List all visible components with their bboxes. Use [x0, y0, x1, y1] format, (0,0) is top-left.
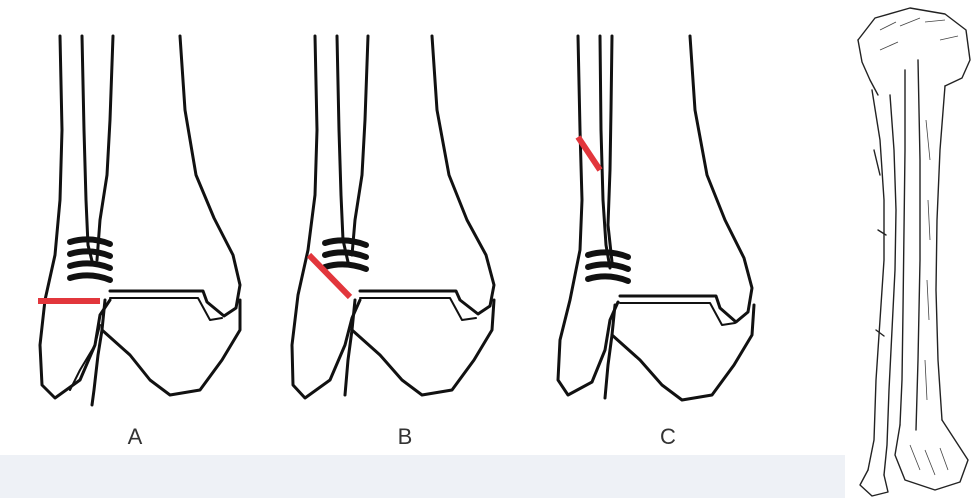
panel-c-label: C [660, 424, 676, 449]
panel-b-label: B [398, 424, 413, 449]
side-illustration-area [845, 0, 974, 498]
panel-a-label: A [128, 424, 143, 449]
